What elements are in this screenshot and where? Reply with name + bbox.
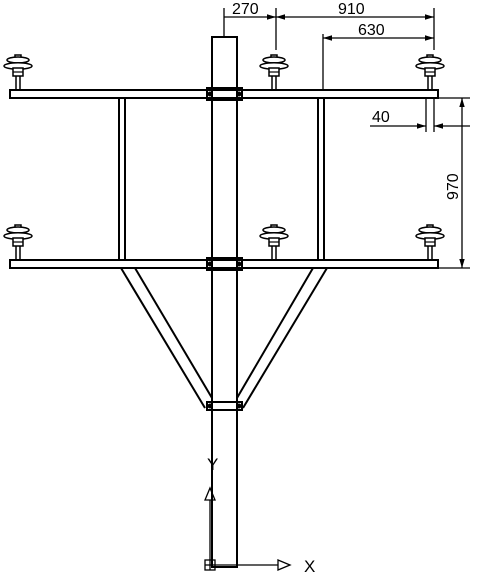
dim-40: 40 (372, 109, 390, 126)
dim-910: 910 (338, 1, 365, 18)
insulators (3, 54, 445, 261)
diagonal-braces (120, 267, 328, 409)
pole-clamps (206, 87, 243, 411)
bottom-crossarm (9, 259, 439, 269)
ucs-icon (204, 486, 292, 571)
dimension-lines (224, 14, 470, 268)
dim-970: 970 (445, 173, 462, 200)
x-axis-label: X (304, 557, 315, 576)
y-axis-label: Y (207, 455, 218, 474)
vertical-ties (118, 98, 325, 260)
top-crossarm (9, 89, 439, 99)
dim-270: 270 (232, 1, 259, 18)
dim-630: 630 (358, 22, 385, 39)
pole (211, 36, 238, 568)
